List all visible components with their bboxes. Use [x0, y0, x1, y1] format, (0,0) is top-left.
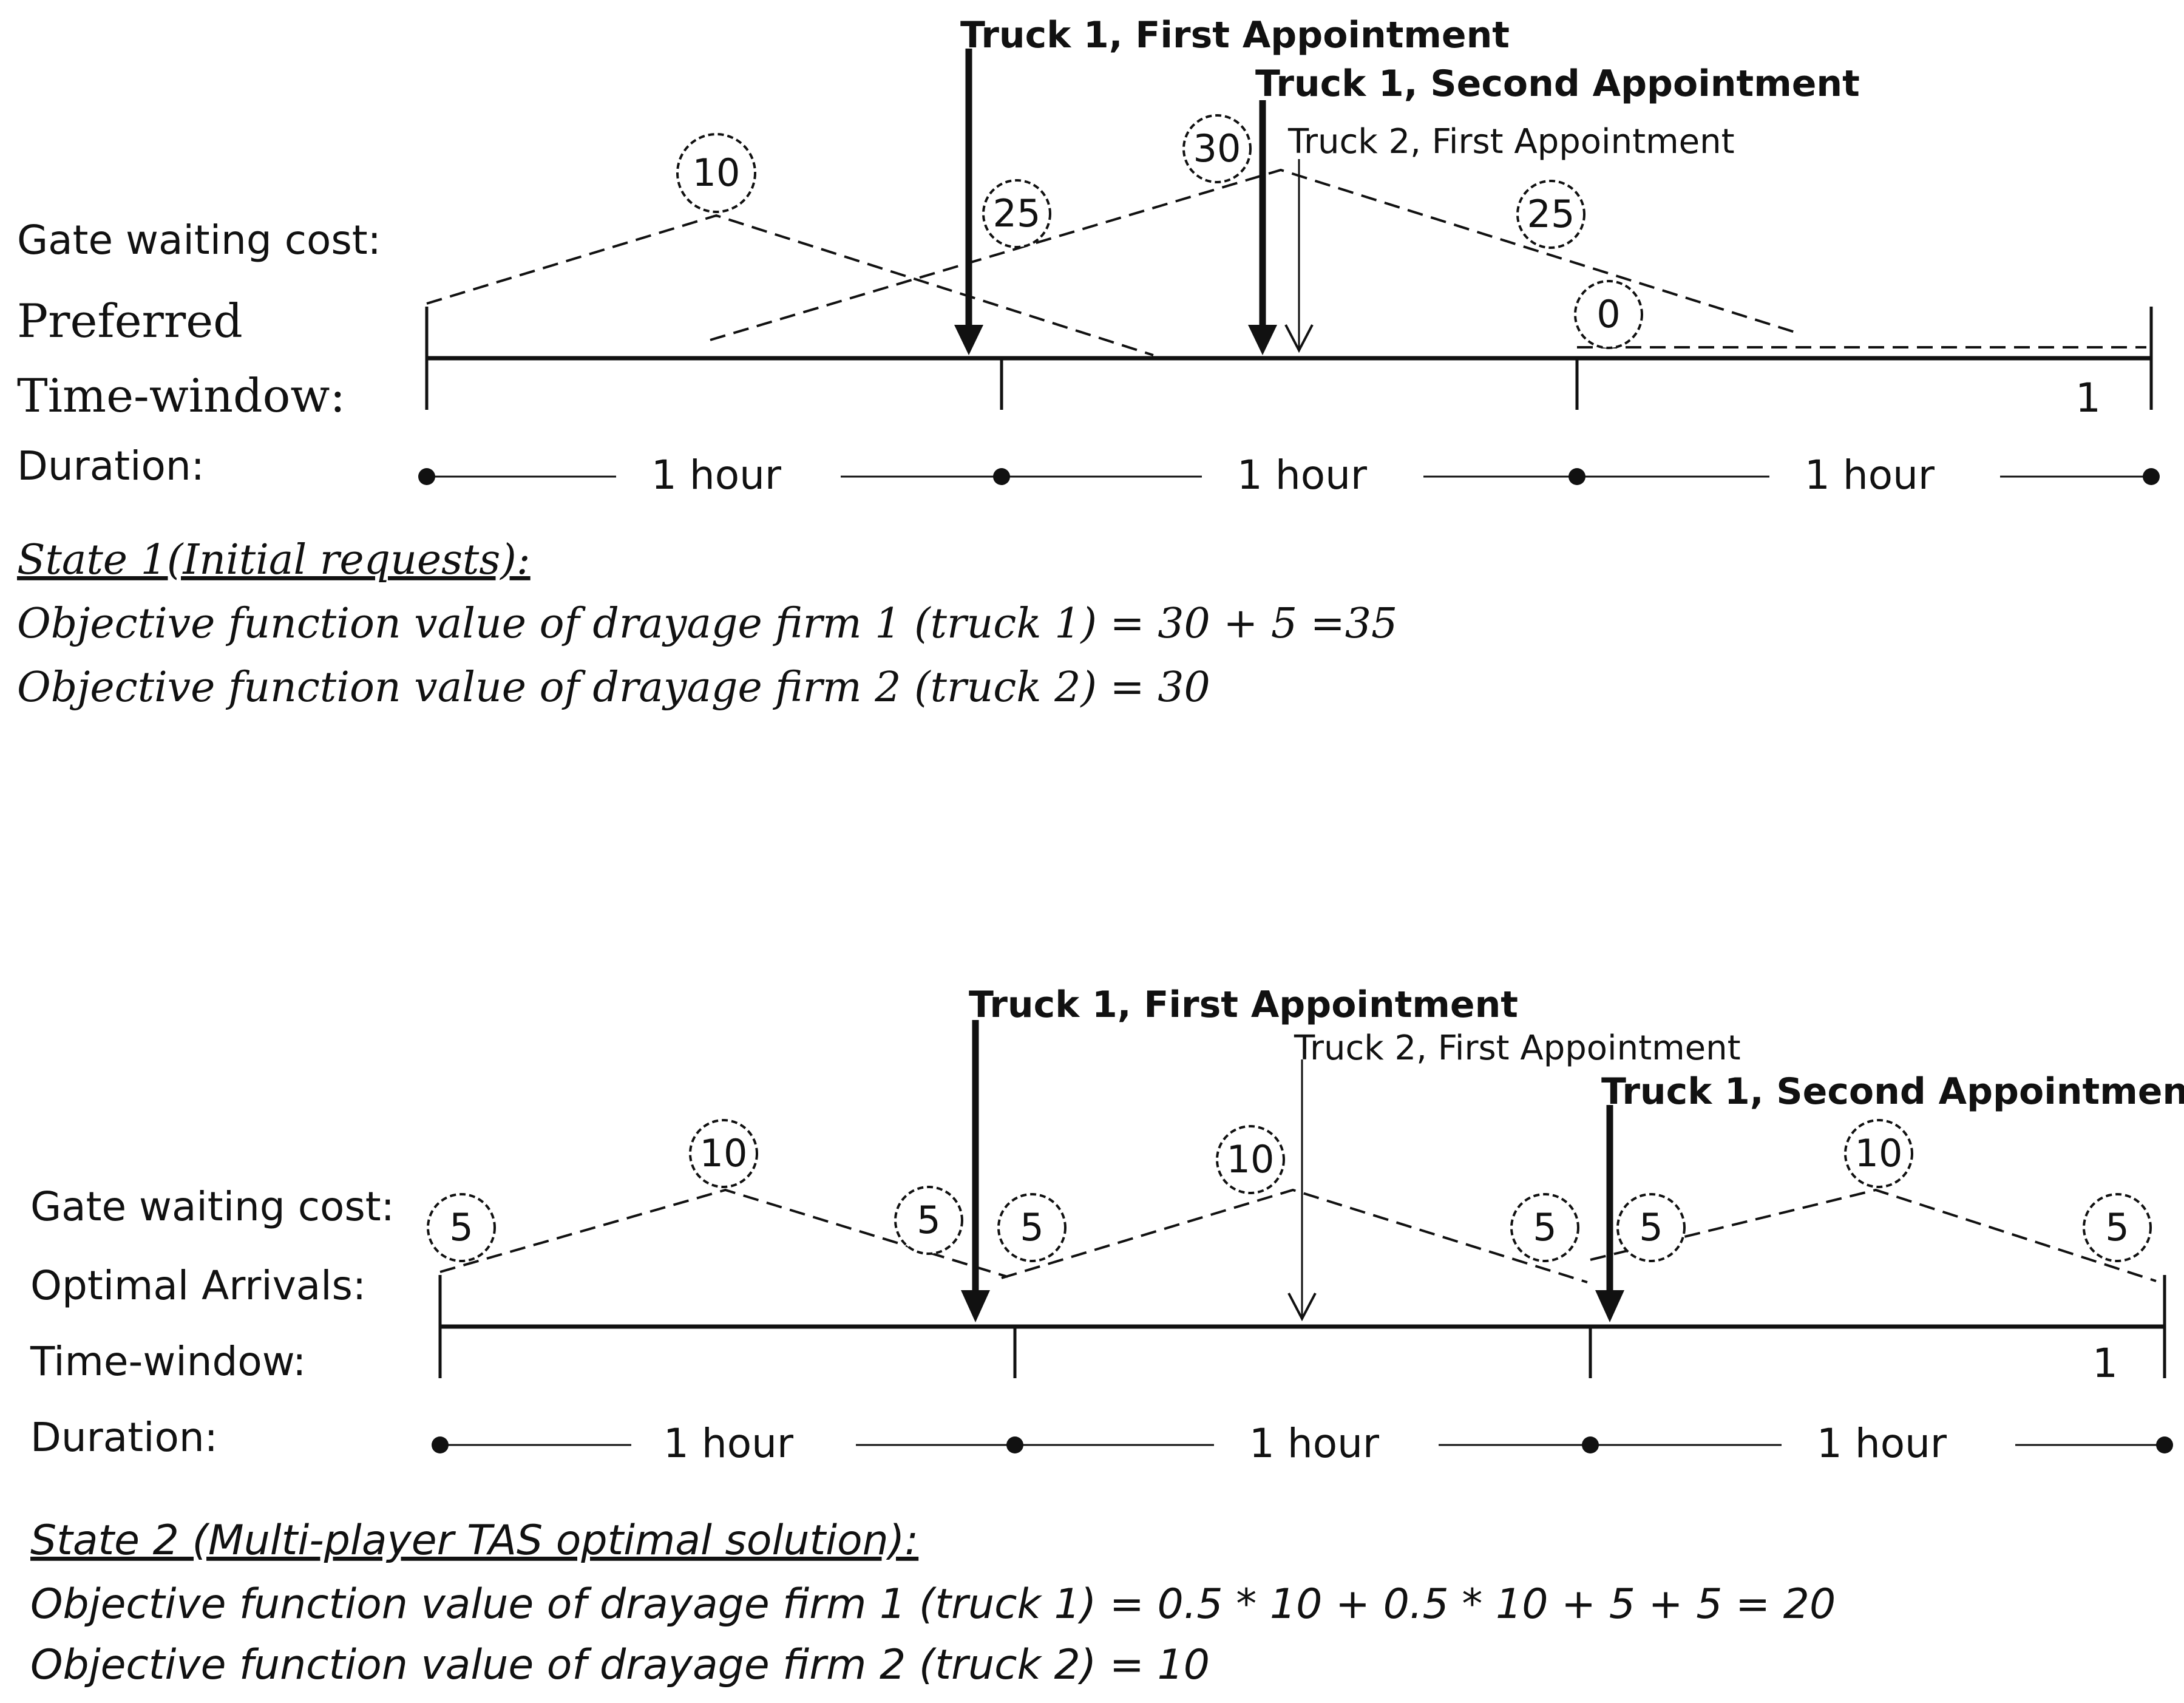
svg-text:10: 10: [1855, 1131, 1903, 1175]
state2-caption-line: Objective function value of drayage firm…: [30, 1641, 1210, 1689]
svg-text:25: 25: [1527, 192, 1575, 236]
svg-text:5: 5: [1533, 1205, 1556, 1249]
optimal-arrivals-label: Optimal Arrivals:: [30, 1262, 366, 1309]
cost-circle: 5: [2083, 1193, 2152, 1262]
truck1-first-appointment-label: Truck 1, First Appointment: [969, 984, 1518, 1026]
preferred-label: Preferred: [17, 294, 243, 348]
svg-text:10: 10: [1227, 1137, 1275, 1181]
time-window-label: Time-window:: [30, 1338, 306, 1385]
svg-text:5: 5: [1639, 1205, 1663, 1249]
cost-profile-line: [426, 214, 1154, 356]
cost-circle: 30: [1182, 114, 1252, 183]
cost-profile-line: [1001, 1188, 1588, 1283]
truck1-first-appointment-arrow: [954, 49, 983, 355]
duration-label: Duration:: [30, 1414, 218, 1461]
truck1-second-appointment-label: Truck 1, Second Appointment: [1255, 63, 1860, 105]
window-end-label: 1: [2075, 375, 2101, 421]
svg-text:5: 5: [1020, 1205, 1043, 1249]
window-end-label: 1: [2092, 1340, 2118, 1387]
svg-text:10: 10: [700, 1131, 748, 1175]
svg-text:25: 25: [993, 191, 1041, 236]
svg-text:5: 5: [2105, 1205, 2129, 1249]
duration-value: 1 hour: [1817, 1420, 1947, 1467]
gate-waiting-cost-label: Gate waiting cost:: [30, 1183, 395, 1230]
truck2-first-appointment-arrow: [1284, 159, 1314, 353]
state2-panel: Gate waiting cost: Optimal Arrivals: Tim…: [30, 984, 2184, 1689]
cost-profile-line: [710, 168, 1797, 341]
time-window-label: Time-window:: [17, 369, 345, 423]
duration-value: 1 hour: [1805, 452, 1935, 498]
cost-circle: 25: [1516, 180, 1585, 249]
cost-circle: 10: [689, 1119, 758, 1188]
cost-circle: 10: [1216, 1125, 1285, 1194]
duration-value: 1 hour: [1249, 1420, 1380, 1467]
state1-panel: Gate waiting cost: Preferred Time-window…: [17, 14, 2160, 712]
truck1-second-appointment-arrow: [1248, 100, 1277, 355]
svg-text:5: 5: [917, 1198, 940, 1242]
cost-circle: 5: [427, 1193, 496, 1262]
duration-value: 1 hour: [651, 452, 782, 498]
cost-circle: 10: [676, 133, 756, 213]
truck1-second-appointment-label: Truck 1, Second Appointment: [1601, 1070, 2184, 1113]
gate-waiting-cost-label: Gate waiting cost:: [17, 217, 381, 263]
cost-circle: 10: [1844, 1119, 1913, 1188]
duration-row: 1 hour 1 hour 1 hour: [432, 1420, 2173, 1467]
truck2-first-appointment-arrow: [1287, 1059, 1317, 1322]
duration-label: Duration:: [17, 443, 205, 489]
cost-circle: 5: [1510, 1193, 1579, 1262]
cost-circle: 5: [1616, 1193, 1686, 1262]
truck2-first-appointment-label: Truck 2, First Appointment: [1294, 1028, 1741, 1068]
cost-profile-line: [1590, 1188, 2157, 1282]
cost-circle: 25: [982, 179, 1051, 248]
svg-text:0: 0: [1596, 292, 1620, 336]
cost-circle: 0: [1574, 280, 1643, 349]
state2-caption-title: State 2 (Multi-player TAS optimal soluti…: [30, 1517, 918, 1565]
truck2-first-appointment-label: Truck 2, First Appointment: [1287, 122, 1735, 161]
truck1-first-appointment-label: Truck 1, First Appointment: [960, 14, 1510, 56]
state1-caption-line: Objective function value of drayage firm…: [17, 600, 1397, 648]
svg-text:5: 5: [449, 1205, 473, 1249]
state1-caption-line: Objective function value of drayage firm…: [17, 664, 1210, 712]
svg-text:30: 30: [1193, 126, 1241, 171]
state1-caption-title: State 1(Initial requests):: [17, 536, 531, 584]
truck1-first-appointment-arrow: [961, 1020, 990, 1322]
cost-circle: 5: [997, 1193, 1067, 1262]
duration-row: 1 hour 1 hour 1 hour: [418, 452, 2160, 498]
svg-text:10: 10: [693, 151, 741, 195]
duration-value: 1 hour: [1237, 452, 1368, 498]
state2-caption-line: Objective function value of drayage firm…: [30, 1580, 1836, 1628]
duration-value: 1 hour: [663, 1420, 794, 1467]
cost-circle: 5: [894, 1186, 963, 1255]
truck1-second-appointment-arrow: [1595, 1105, 1624, 1322]
